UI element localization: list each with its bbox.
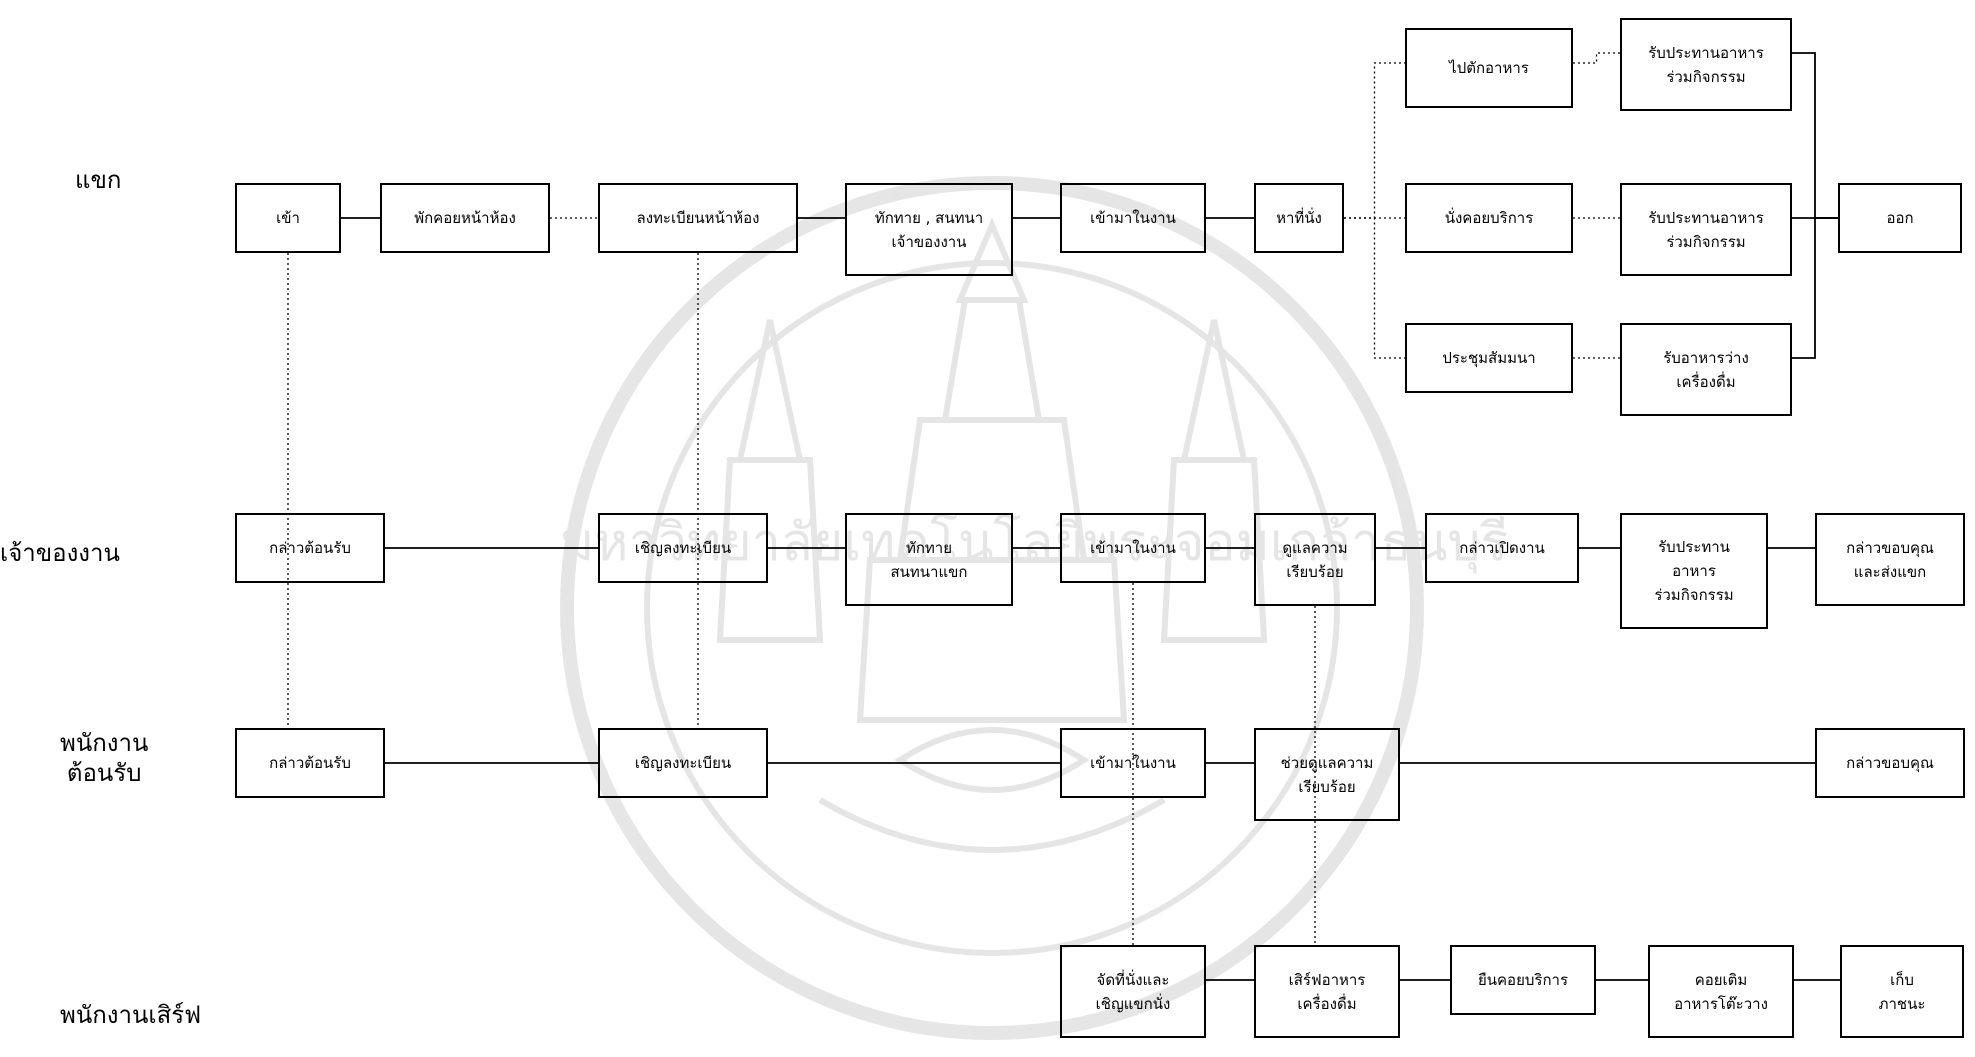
box-text-line: กล่าวขอบคุณ <box>1846 538 1934 557</box>
box-text-line: เรียบร้อย <box>1286 562 1344 581</box>
box-h-oversee: ดูแลความเรียบร้อย <box>1254 513 1376 606</box>
lane-label-reception: พนักงานต้อนรับ <box>60 728 148 788</box>
flow-connectors <box>287 52 1840 981</box>
box-g-greet: ทักทาย , สนทนาเจ้าของงาน <box>845 183 1013 276</box>
lane-label-line: ต้อนรับ <box>66 759 142 787</box>
box-text-line: ดูแลความ <box>1282 538 1348 557</box>
box-text-line: ลงทะเบียนหน้าห้อง <box>636 209 760 227</box>
box-text-line: เครื่องดื่ม <box>1297 994 1357 1013</box>
box-text-line: จัดที่นั่งและ <box>1096 970 1170 989</box>
box-text-line: นั่งคอยบริการ <box>1444 209 1534 227</box>
connector-g-snack-drinks-to-g-exit <box>1792 217 1838 359</box>
box-text-line: เข้ามาในงาน <box>1090 754 1176 772</box>
box-r-welcome: กล่าวต้อนรับ <box>235 728 385 798</box>
box-h-eat-activity: รับประทานอาหารร่วมกิจกรรม <box>1620 513 1768 629</box>
box-text-line: ร่วมกิจกรรม <box>1666 67 1746 86</box>
box-text-line: เรียบร้อย <box>1298 777 1356 796</box>
box-g-snack-drinks: รับอาหารว่างเครื่องดื่ม <box>1620 323 1792 416</box>
box-g-wait: พักคอยหน้าห้อง <box>380 183 550 253</box>
box-text-line: ภาชนะ <box>1878 994 1926 1013</box>
box-w-arrange-seats: จัดที่นั่งและเชิญแขกนั่ง <box>1060 945 1206 1038</box>
box-text-line: รับประทาน <box>1658 538 1730 556</box>
box-text-line: อาหาร <box>1672 562 1716 580</box>
box-h-welcome: กล่าวต้อนรับ <box>235 513 385 583</box>
box-g-exit: ออก <box>1838 183 1962 253</box>
box-text-line: ประชุมสัมมนา <box>1442 349 1536 367</box>
box-text-line: รับอาหารว่าง <box>1663 348 1749 367</box>
box-text-line: เข้ามาในงาน <box>1090 539 1176 557</box>
box-g-find-seat: หาที่นั่ง <box>1254 183 1344 253</box>
box-text-line: เจ้าของงาน <box>891 232 967 251</box>
box-text-line: ทักทาย , สนทนา <box>874 208 984 227</box>
box-w-serve: เสิร์ฟอาหารเครื่องดื่ม <box>1254 945 1400 1038</box>
box-g-eat-activity-2: รับประทานอาหารร่วมกิจกรรม <box>1620 183 1792 276</box>
box-text-line: อาหารโต๊ะวาง <box>1674 994 1768 1013</box>
box-text-line: เข้ามาในงาน <box>1090 209 1176 227</box>
box-text-line: ไปตักอาหาร <box>1449 59 1529 77</box>
box-r-invite-register: เชิญลงทะเบียน <box>598 728 768 798</box>
box-text-line: เครื่องดื่ม <box>1676 372 1736 391</box>
box-w-refill: คอยเติมอาหารโต๊ะวาง <box>1648 945 1794 1038</box>
box-text-line: ร่วมกิจกรรม <box>1666 232 1746 251</box>
connector-g-pick-food-to-g-eat-activity-1 <box>1573 52 1620 64</box>
box-w-clear: เก็บภาชนะ <box>1840 945 1964 1038</box>
lane-label-host: เจ้าของงาน <box>0 538 120 568</box>
box-g-pick-food: ไปตักอาหาร <box>1405 28 1573 108</box>
box-text-line: หาที่นั่ง <box>1276 209 1322 227</box>
box-h-opening: กล่าวเปิดงาน <box>1425 513 1579 583</box>
box-h-thanks-send-off: กล่าวขอบคุณและส่งแขก <box>1815 513 1965 606</box>
lane-label-line: แขก <box>75 166 122 194</box>
box-r-help-oversee: ช่วยดูแลความเรียบร้อย <box>1254 728 1400 821</box>
box-text-line: กล่าวต้อนรับ <box>269 539 351 557</box>
box-text-line: ช่วยดูแลความ <box>1280 753 1374 772</box>
box-text-line: ออก <box>1886 209 1914 227</box>
box-text-line: กล่าวต้อนรับ <box>269 754 351 772</box>
box-h-greet-guests: ทักทายสนทนาแขก <box>845 513 1013 606</box>
box-text-line: เก็บ <box>1890 970 1914 989</box>
box-text-line: กล่าวเปิดงาน <box>1459 539 1545 557</box>
box-text-line: เข้า <box>276 209 300 227</box>
box-text-line: ร่วมกิจกรรม <box>1654 586 1734 604</box>
box-r-come-in: เข้ามาในงาน <box>1060 728 1206 798</box>
box-text-line: ทักทาย <box>905 538 953 557</box>
box-g-eat-activity-1: รับประทานอาหารร่วมกิจกรรม <box>1620 18 1792 111</box>
connector-g-find-seat-to-g-meeting <box>1344 217 1405 359</box>
box-text-line: พักคอยหน้าห้อง <box>414 209 516 227</box>
lane-label-guest: แขก <box>75 165 121 195</box>
box-text-line: เชิญลงทะเบียน <box>634 754 732 772</box>
box-g-come-in: เข้ามาในงาน <box>1060 183 1206 253</box>
lane-label-line: เจ้าของงาน <box>0 539 120 567</box>
box-w-stand-by: ยืนคอยบริการ <box>1450 945 1596 1015</box>
connector-g-find-seat-to-g-pick-food <box>1344 62 1405 219</box>
lane-label-line: พนักงาน <box>60 729 149 757</box>
box-text-line: กล่าวขอบคุณ <box>1846 754 1934 772</box>
university-seal-watermark: มหาวิทยาลัยเทคโนโลยีพระจอมเกล้าธนบุรี <box>560 176 1508 1040</box>
box-g-enter: เข้า <box>235 183 341 253</box>
box-text-line: รับประทานอาหาร <box>1648 43 1764 62</box>
box-g-meeting: ประชุมสัมมนา <box>1405 323 1573 393</box>
box-h-invite-register: เชิญลงทะเบียน <box>598 513 768 583</box>
box-text-line: และส่งแขก <box>1853 562 1927 581</box>
watermark-text-left: มหาวิทยาลัยเทคโนโลยีพระจอมเกล้าธนบุรี <box>560 513 1508 574</box>
box-text-line: คอยเติม <box>1694 970 1748 989</box>
lane-label-waiter: พนักงานเสิร์ฟ <box>60 1000 201 1030</box>
lane-label-line: พนักงานเสิร์ฟ <box>60 1001 202 1029</box>
box-text-line: เชิญแขกนั่ง <box>1095 994 1171 1013</box>
box-r-thanks: กล่าวขอบคุณ <box>1815 728 1965 798</box>
connector-g-eat-activity-1-to-g-exit <box>1792 52 1838 219</box>
box-h-come-in: เข้ามาในงาน <box>1060 513 1206 583</box>
box-text-line: เสิร์ฟอาหาร <box>1288 970 1366 989</box>
box-text-line: เชิญลงทะเบียน <box>634 539 732 557</box>
box-text-line: ยืนคอยบริการ <box>1477 971 1568 989</box>
box-g-register: ลงทะเบียนหน้าห้อง <box>598 183 798 253</box>
box-g-wait-service: นั่งคอยบริการ <box>1405 183 1573 253</box>
box-text-line: สนทนาแขก <box>890 562 968 581</box>
box-text-line: รับประทานอาหาร <box>1648 208 1764 227</box>
